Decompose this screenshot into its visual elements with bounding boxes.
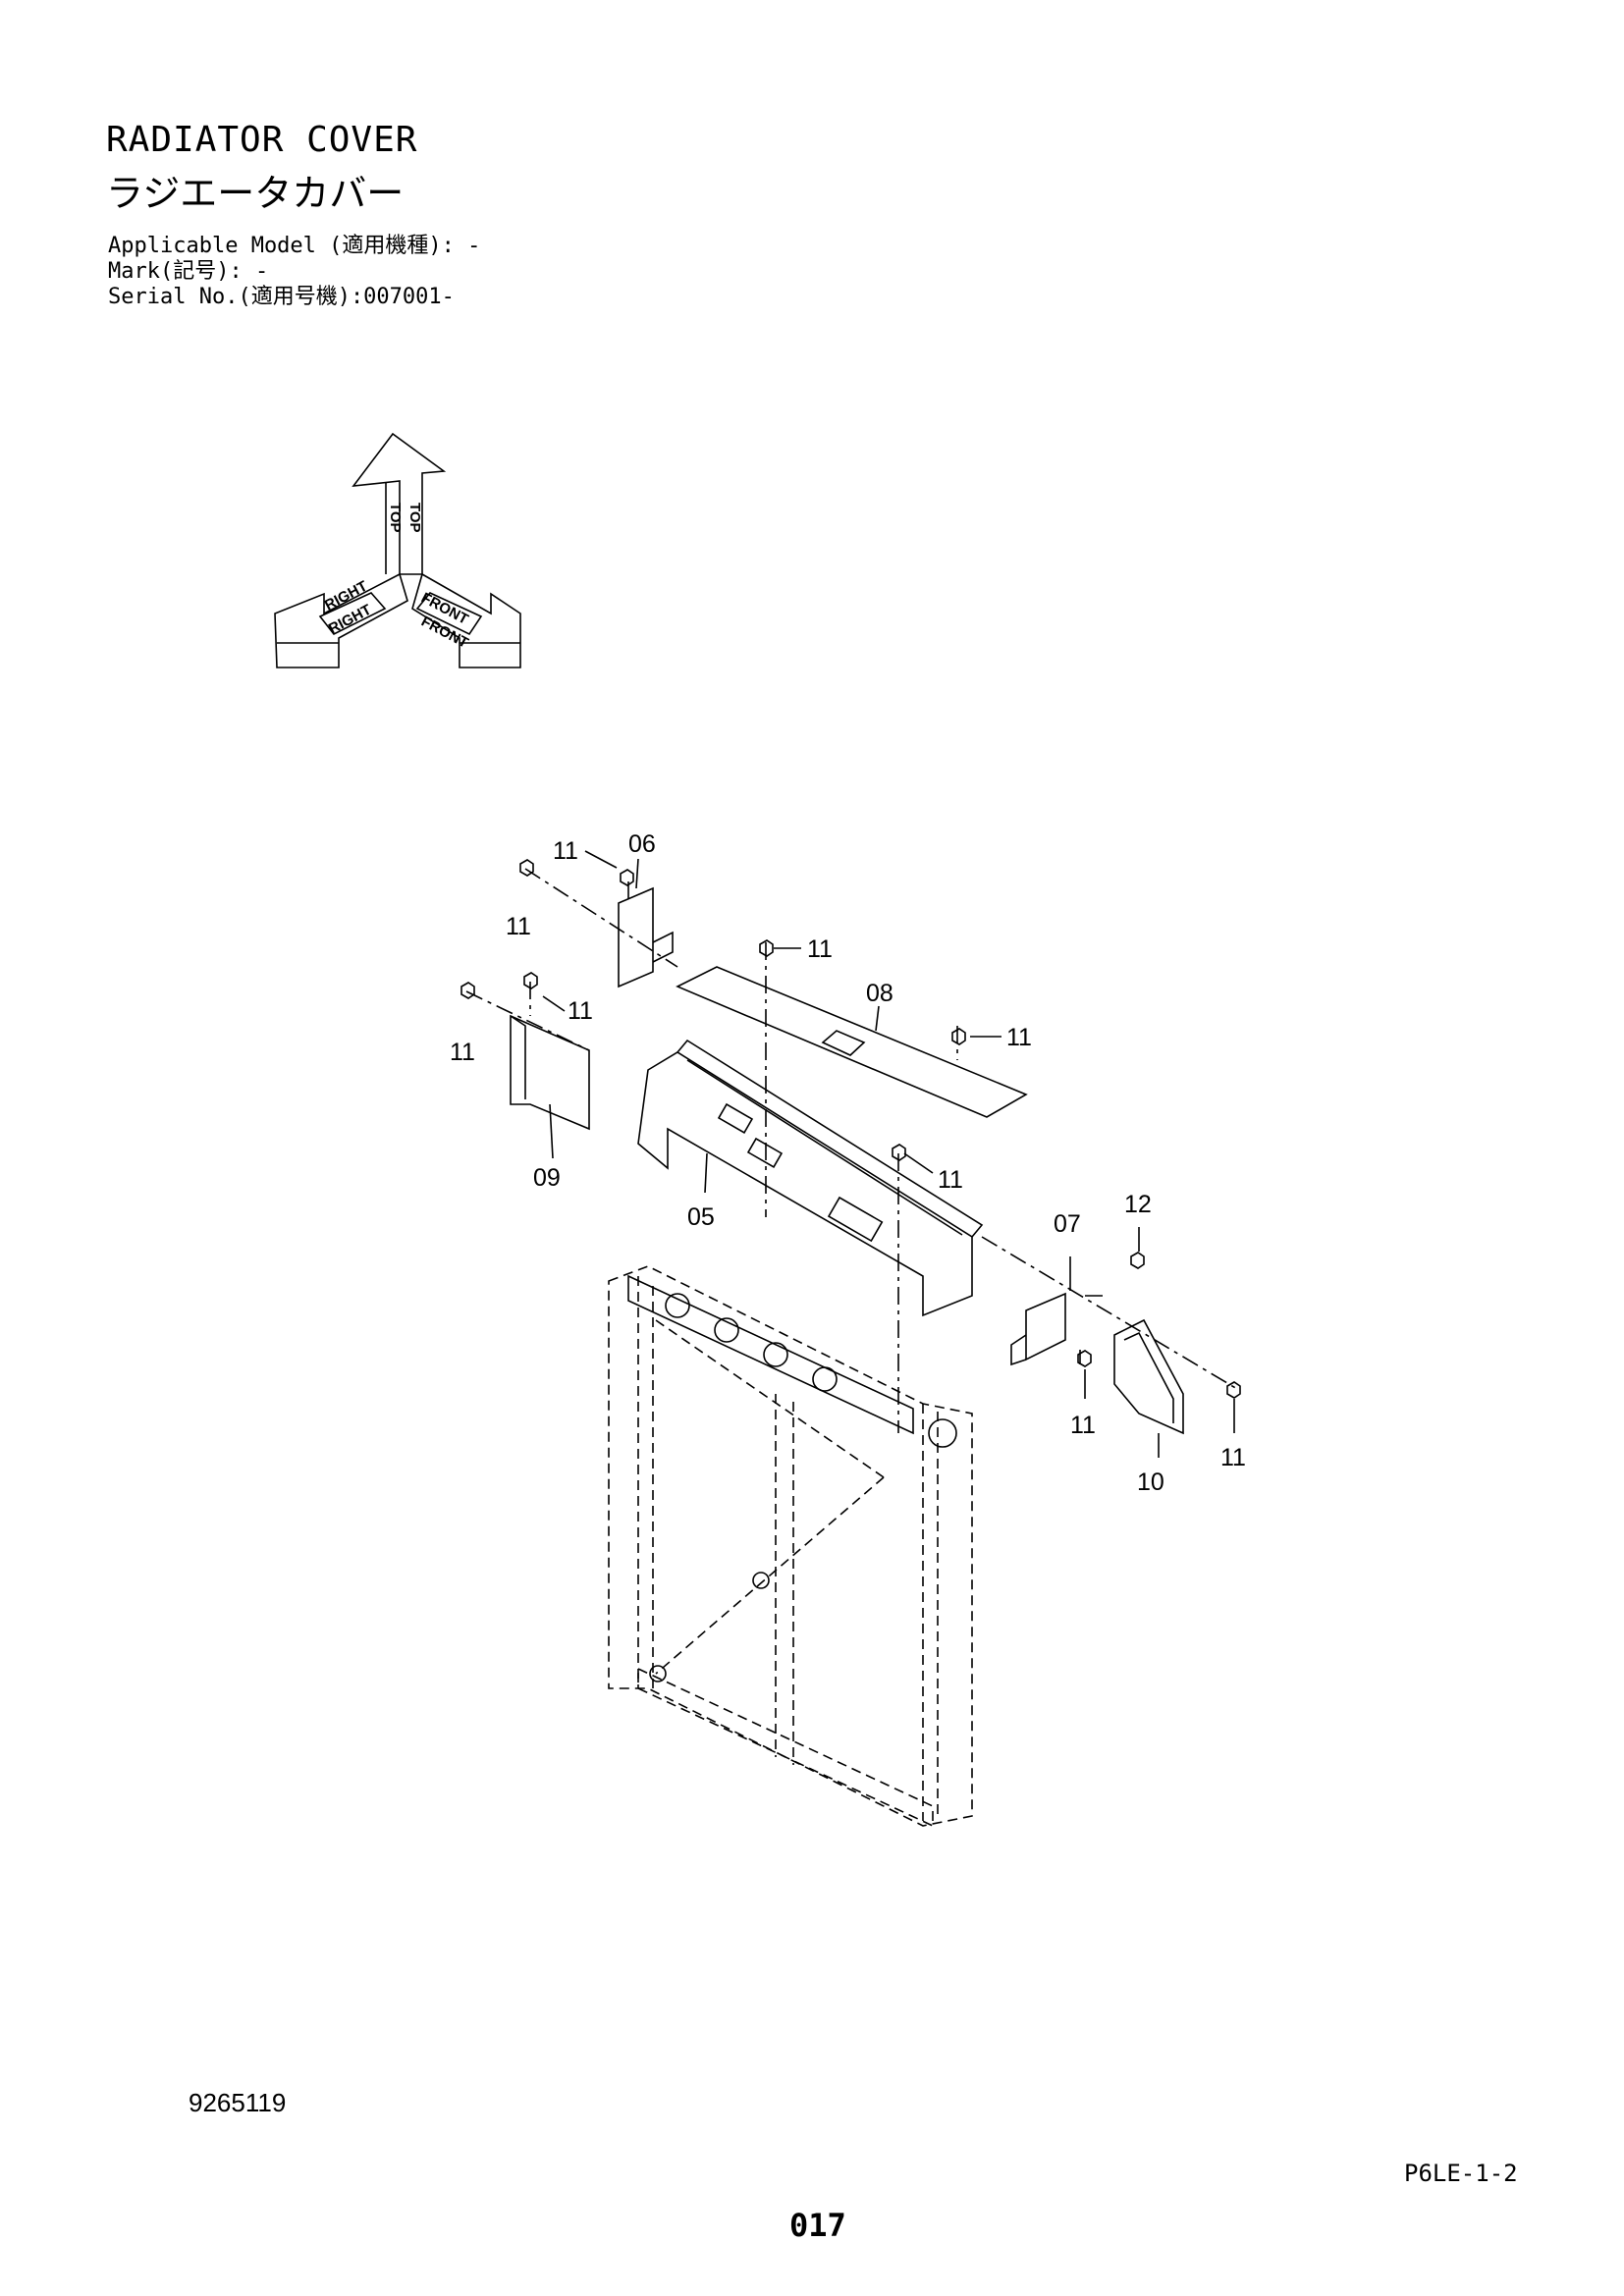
leader-lines [542,850,1235,1458]
callout-09: 09 [533,1164,561,1192]
mark: Mark(記号): - [108,259,269,284]
part-09-plate [510,1014,590,1131]
callout-11: 11 [450,1039,475,1066]
label-top: TOP [387,503,404,533]
callout-11: 11 [568,997,593,1025]
part-07-bracket [1010,1292,1066,1366]
page-title-japanese: ラジエータカバー [106,172,405,215]
callout-11: 11 [1006,1024,1032,1051]
callout-11: 11 [1220,1444,1246,1471]
callout-06: 06 [628,830,656,858]
page-code: P6LE-1-2 [1404,2160,1518,2187]
part-06-bracket [618,886,674,988]
callout-08: 08 [866,980,893,1007]
callout-10: 10 [1137,1468,1164,1496]
callout-11: 11 [1070,1412,1096,1439]
callout-05: 05 [687,1203,715,1231]
callout-12: 12 [1124,1191,1152,1218]
part-10-seal [1113,1318,1184,1435]
label-top-mirror: TOP [406,503,423,533]
callout-07: 07 [1054,1210,1081,1238]
callout-11: 11 [553,837,578,865]
callout-11: 11 [807,935,833,963]
callout-11: 11 [938,1166,963,1194]
applicable-model: Applicable Model (適用機種): - [108,234,481,258]
drawing-number: 9265119 [189,2088,287,2117]
radiator-core [608,1265,973,1828]
orientation-indicator [274,432,521,668]
serial-number: Serial No.(適用号機):007001- [108,285,455,309]
page-number: 017 [789,2207,846,2244]
bolts [460,859,1241,1399]
part-05-cover [637,1039,984,1317]
page-title: RADIATOR COVER [106,120,418,160]
part-08-plate [676,966,1028,1118]
callout-11: 11 [506,913,531,940]
